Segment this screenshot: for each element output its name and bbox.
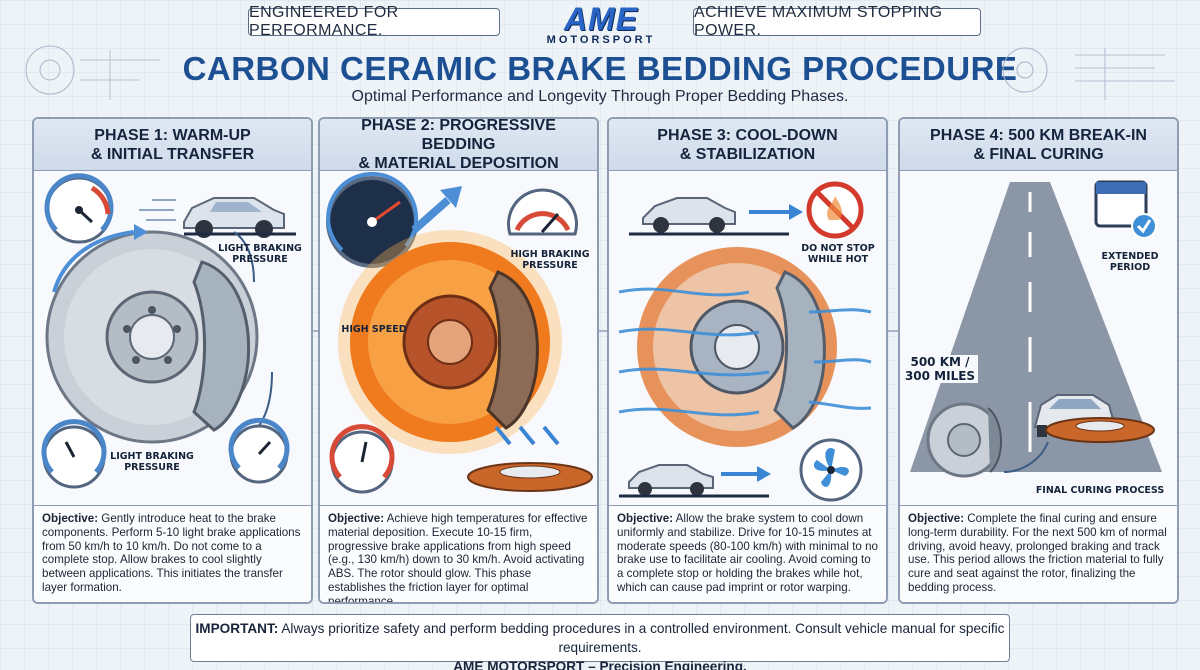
airflow-icon [618, 287, 872, 417]
phase-3-panel: PHASE 3: COOL-DOWN& STABILIZATION [607, 117, 888, 604]
speedometer-icon [44, 173, 114, 244]
phase-2-objective: Objective: Achieve high temperatures for… [320, 505, 597, 602]
no-stop-warning-icon [806, 181, 864, 239]
label-final-curing: FINAL CURING PROCESS [1035, 485, 1165, 496]
logo-sub-text: MOTORSPORT [546, 34, 656, 46]
phase-3-objective: Objective: Allow the brake system to coo… [609, 505, 886, 602]
page-title: CARBON CERAMIC BRAKE BEDDING PROCEDURE [182, 50, 1018, 87]
pressure-gauge-icon [228, 417, 290, 484]
label-distance: 500 KM / 300 MILES [902, 355, 978, 383]
phase-2-title: PHASE 2: PROGRESSIVE BEDDING& MATERIAL D… [320, 119, 597, 172]
car-icon [642, 197, 736, 233]
brake-caliper-icon [486, 270, 539, 430]
phase-4-illustration [910, 180, 1162, 478]
calendar-icon [1094, 180, 1157, 239]
tagline-left: ENGINEERED FOR PERFORMANCE. [248, 4, 500, 39]
fan-icon [799, 438, 863, 502]
phase-3-title: PHASE 3: COOL-DOWN& STABILIZATION [609, 119, 886, 171]
label-light-braking-1: LIGHT BRAKING PRESSURE [218, 243, 302, 265]
brake-rotor-icon [926, 402, 1003, 478]
tagline-right: ACHIEVE MAXIMUM STOPPING POWER. [693, 4, 981, 39]
important-notice: IMPORTANT: Always prioritize safety and … [190, 614, 1010, 670]
blueprint-decoration-left [25, 45, 160, 100]
phase-4-panel: PHASE 4: 500 KM BREAK-IN& FINAL CURING [898, 117, 1179, 604]
panel-connector [300, 330, 326, 332]
label-high-speed: HIGH SPEED [341, 324, 407, 335]
phase-3-illustration [618, 181, 872, 502]
logo-main-text: AME [563, 1, 639, 37]
brake-caliper-icon [192, 260, 251, 432]
phase-2-panel: PHASE 2: PROGRESSIVE BEDDING& MATERIAL D… [318, 117, 599, 604]
label-light-braking-2: LIGHT BRAKING PRESSURE [110, 451, 194, 473]
car-icon [628, 464, 714, 496]
speedometer-icon [326, 172, 419, 268]
phase-1-panel: PHASE 1: WARM-UP& INITIAL TRANSFER [32, 117, 313, 604]
phase-4-objective: Objective: Complete the final curing and… [900, 505, 1177, 602]
label-extended-period: EXTENDED PERIOD [1101, 251, 1159, 273]
phase-1-illustration [41, 173, 296, 489]
phase-1-title: PHASE 1: WARM-UP& INITIAL TRANSFER [34, 119, 311, 171]
phase-2-illustration [326, 172, 593, 494]
phase-4-title: PHASE 4: 500 KM BREAK-IN& FINAL CURING [900, 119, 1177, 171]
blueprint-decoration-right [1002, 47, 1175, 100]
pressure-gauge-icon [41, 419, 107, 489]
pressure-gauge-icon [507, 188, 578, 236]
ame-logo: AME MOTORSPORT [528, 1, 674, 46]
pressure-gauge-icon [329, 424, 395, 494]
page-subtitle: Optimal Performance and Longevity Throug… [351, 88, 849, 105]
label-high-braking: HIGH BRAKING PRESSURE [510, 249, 590, 271]
label-do-not-stop: DO NOT STOP WHILE HOT [801, 243, 875, 265]
car-icon [183, 197, 285, 238]
phase-1-objective: Objective: Gently introduce heat to the … [34, 505, 311, 602]
